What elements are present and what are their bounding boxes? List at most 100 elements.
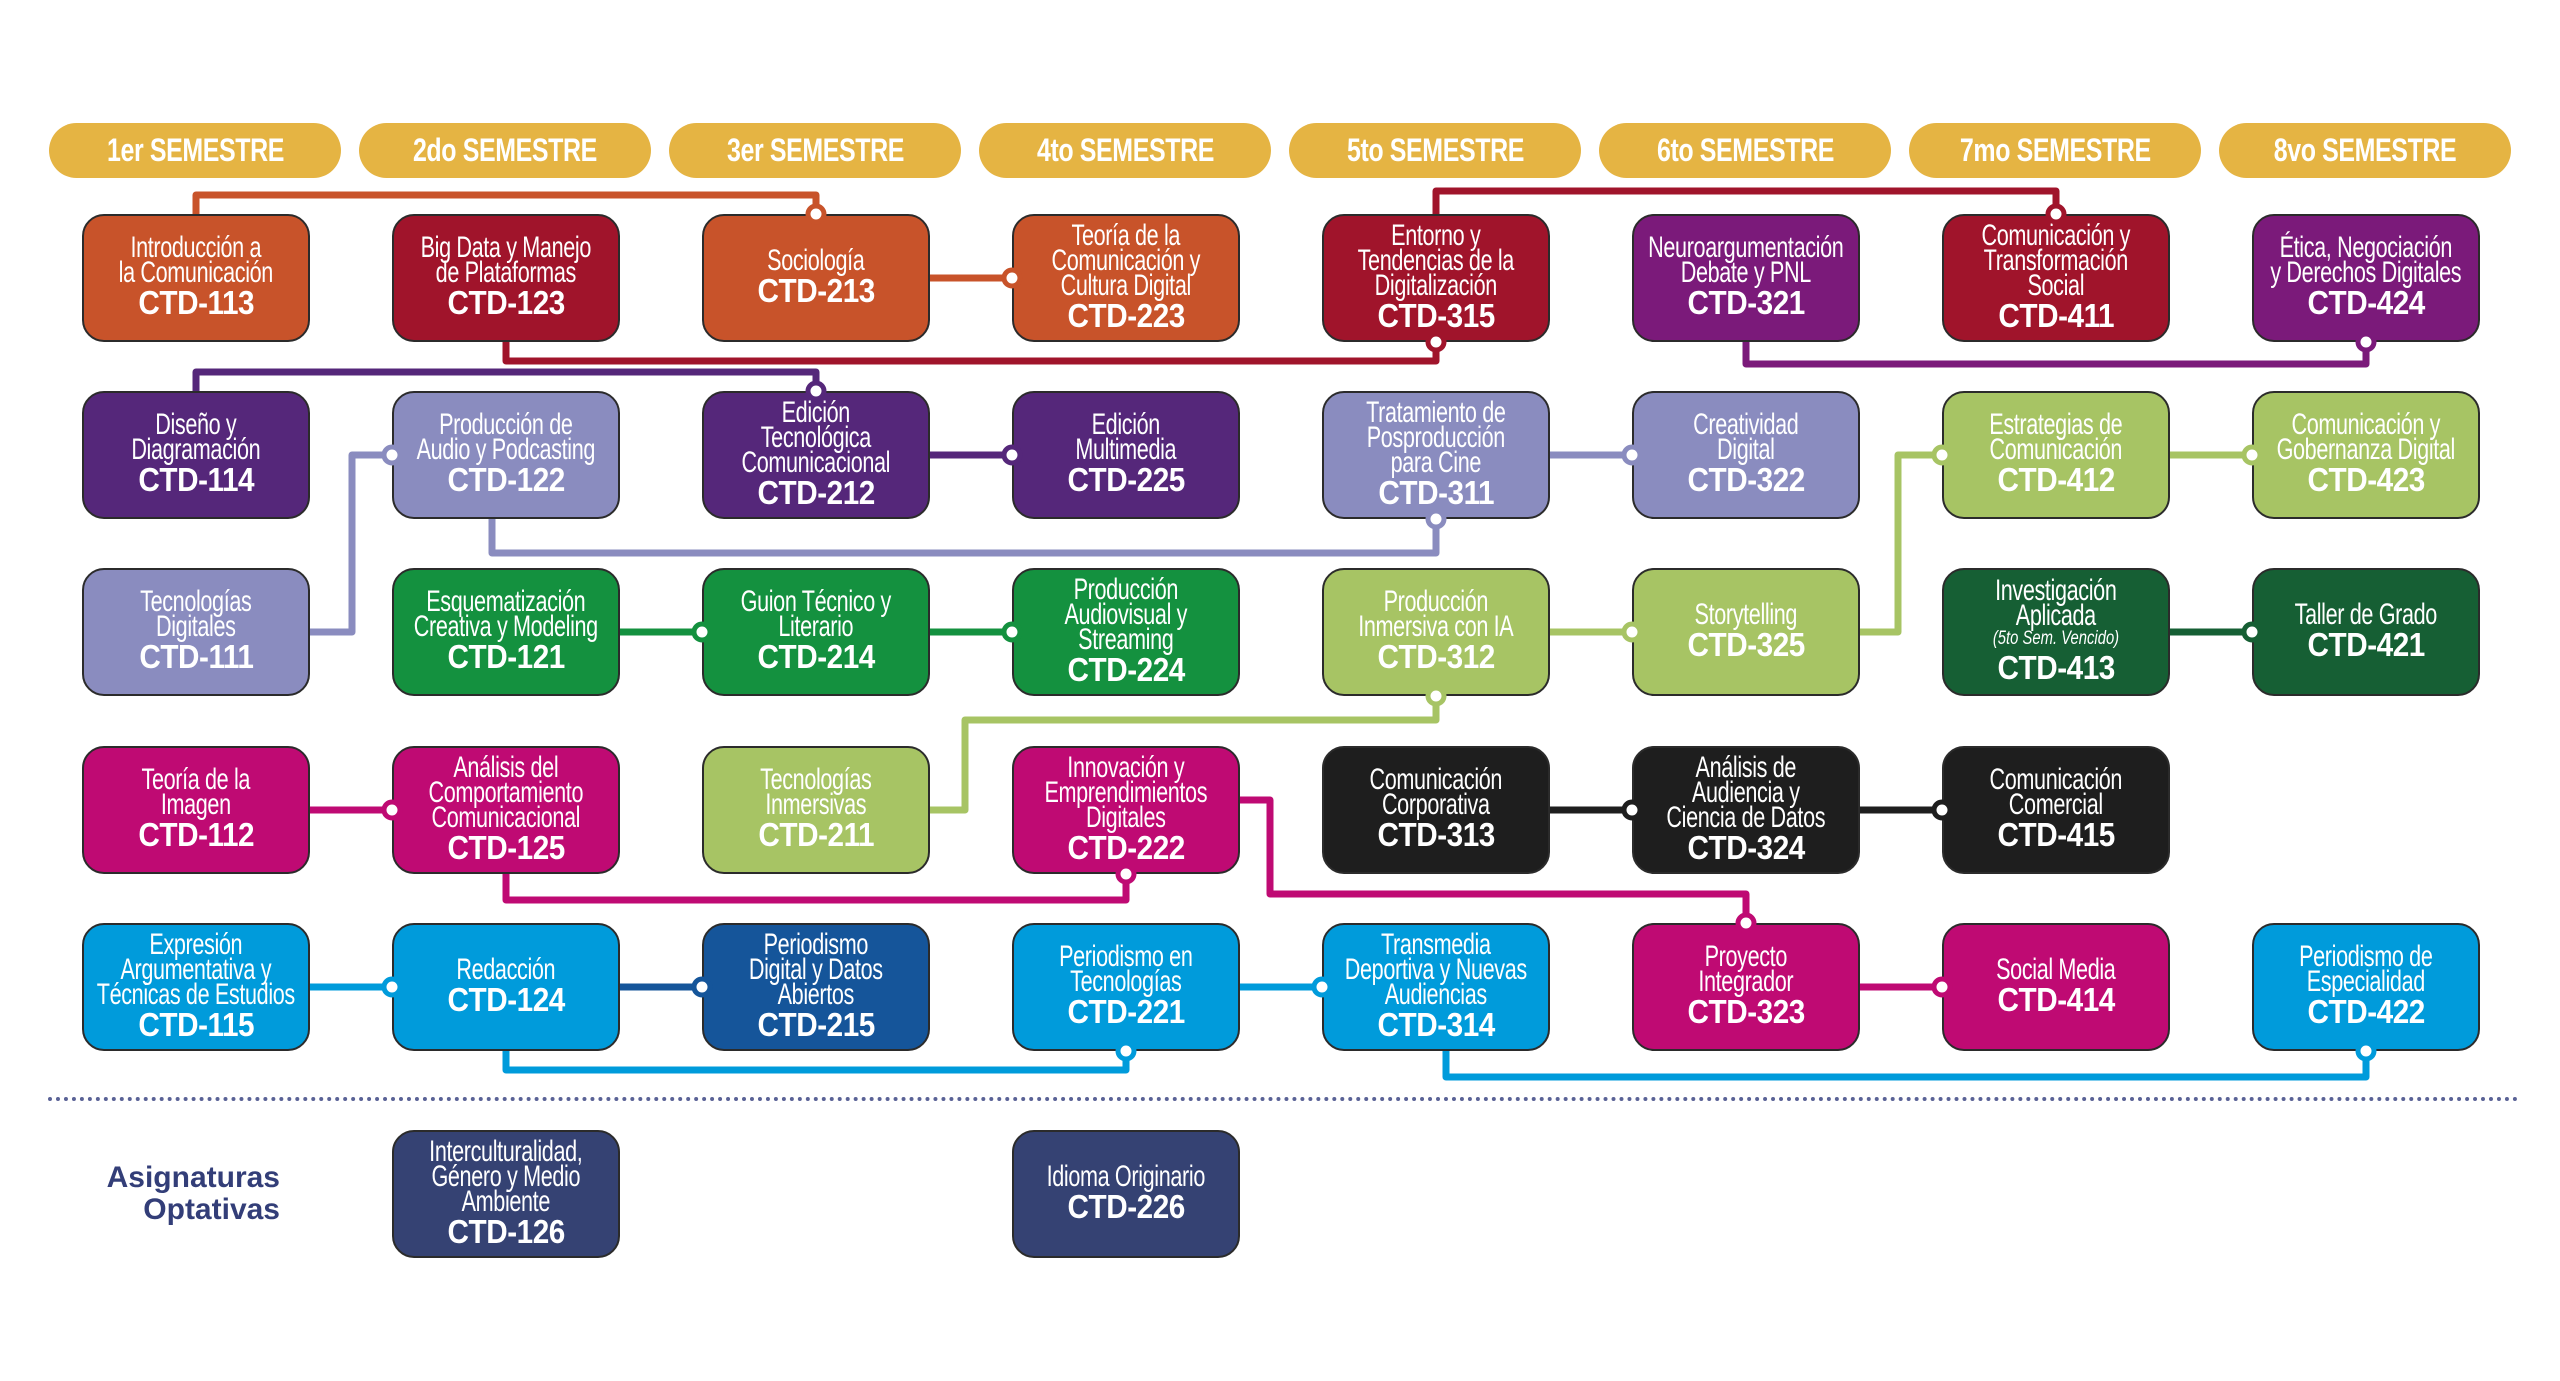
semester-label: 1er SEMESTRE [106, 132, 284, 168]
course-code: CTD-225 [1067, 461, 1185, 498]
course-card-ctd-223[interactable]: Teoría de la Comunicación y Cultura Digi… [1012, 214, 1240, 342]
semester-header-5: 5to SEMESTRE [1289, 123, 1581, 178]
connector-node-icon [805, 203, 827, 225]
course-code: CTD-221 [1067, 993, 1185, 1030]
course-code: CTD-223 [1067, 296, 1185, 334]
course-title: Tecnologías Digitales [140, 585, 252, 643]
semester-header-6: 6to SEMESTRE [1599, 123, 1891, 178]
course-title: Producción de Audio y Podcasting [416, 408, 596, 466]
course-card-ctd-413[interactable]: Investigación Aplicada(5to Sem. Vencido)… [1942, 568, 2170, 696]
course-title: Producción Audiovisual y Streaming [1064, 572, 1188, 656]
course-card-ctd-314[interactable]: Transmedia Deportiva y Nuevas Audiencias… [1322, 923, 1550, 1051]
course-code: CTD-113 [138, 284, 254, 321]
course-code: CTD-314 [1377, 1005, 1495, 1043]
connector-node-icon [691, 976, 713, 998]
connector-125-222 [502, 874, 1130, 904]
course-title: Redacción [456, 952, 556, 986]
semester-label: 4to SEMESTRE [1036, 132, 1214, 168]
course-title: Periodismo en Tecnologías [1059, 940, 1193, 998]
course-title: Teoría de la Comunicación y Cultura Digi… [1051, 218, 1201, 302]
course-card-ctd-115[interactable]: Expresión Argumentativa y Técnicas de Es… [82, 923, 310, 1051]
course-title: Ética, Negociación y Derechos Digitales [2270, 231, 2462, 289]
connector-124-221 [502, 1051, 1130, 1074]
connector-node-icon [1115, 1040, 1137, 1062]
course-code: CTD-324 [1687, 828, 1805, 866]
course-title: Comunicación Comercial [1989, 763, 2123, 821]
connector-node-icon [2241, 444, 2263, 466]
course-code: CTD-313 [1377, 816, 1495, 853]
course-code: CTD-213 [757, 271, 875, 309]
connector-113-213 [192, 191, 820, 214]
connector-node-icon [381, 799, 403, 821]
course-title: Guion Técnico y Literario [740, 585, 892, 643]
connector-node-icon [1621, 621, 1643, 643]
course-code: CTD-315 [1377, 296, 1495, 334]
course-code: CTD-115 [138, 1005, 254, 1043]
connector-114-212 [192, 368, 820, 391]
connector-node-icon [1621, 444, 1643, 466]
connector-123-315 [502, 342, 1440, 365]
course-title: Análisis de Audiencia y Ciencia de Datos [1666, 750, 1826, 834]
course-title: Big Data y Manejo de Plataformas [420, 231, 592, 289]
course-title: Social Media [1996, 952, 2116, 986]
course-code: CTD-414 [1997, 980, 2115, 1018]
connector-315-411 [1432, 187, 2060, 214]
course-code: CTD-311 [1378, 473, 1494, 511]
connector-111-122 [310, 451, 392, 636]
course-code: CTD-214 [757, 638, 875, 675]
course-card-ctd-324[interactable]: Análisis de Audiencia y Ciencia de Datos… [1632, 746, 1860, 874]
course-code: CTD-413 [1997, 649, 2115, 686]
connector-node-icon [2045, 203, 2067, 225]
connector-222-323 [1240, 796, 1750, 923]
course-title: Neuroargumentación Debate y PNL [1648, 231, 1844, 289]
course-card-ctd-125[interactable]: Análisis del Comportamiento Comunicacion… [392, 746, 620, 874]
course-code: CTD-126 [447, 1212, 565, 1250]
connector-node-icon [1311, 976, 1333, 998]
connector-node-icon [2355, 331, 2377, 353]
course-code: CTD-111 [138, 638, 254, 675]
course-code: CTD-312 [1377, 638, 1495, 675]
connector-node-icon [2355, 1040, 2377, 1062]
course-code: CTD-121 [447, 638, 565, 675]
connector-321-424 [1742, 342, 2370, 368]
course-code: CTD-215 [757, 1005, 875, 1043]
connector-211-312 [930, 696, 1440, 814]
course-title: Producción Inmersiva con IA [1358, 585, 1514, 643]
course-card-ctd-126[interactable]: Interculturalidad, Género y Medio Ambien… [392, 1130, 620, 1258]
semester-label: 7mo SEMESTRE [1959, 132, 2151, 168]
course-title: Estrategias de Comunicación [1989, 408, 2123, 466]
